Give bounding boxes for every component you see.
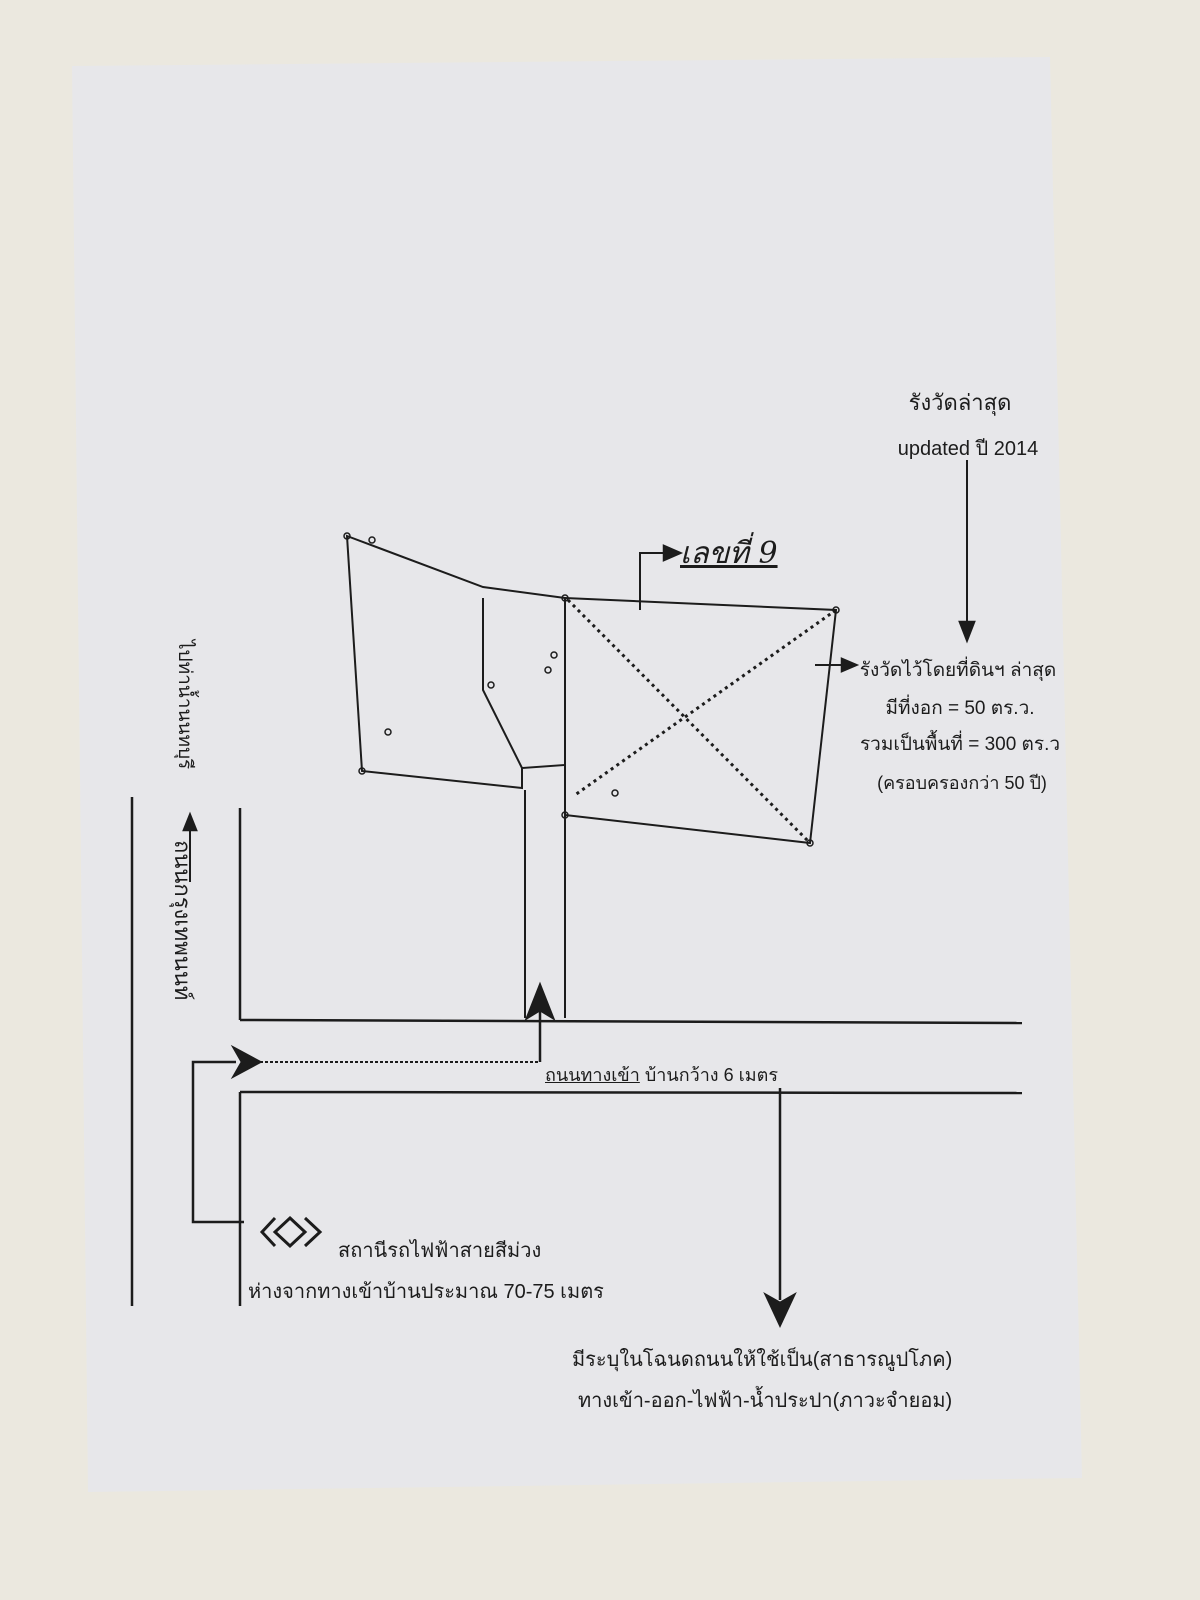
survey-note-line3: รวมเป็นพื้นที่ = 300 ตร.ว [859, 734, 1061, 755]
survey-note-line1: รังวัดไว้โดยที่ดินฯ ล่าสุด [859, 660, 1057, 681]
access-road-edge [239, 1018, 1023, 1025]
station-name: สถานีรถไฟฟ้าสายสีม่วง [338, 1240, 542, 1262]
survey-note-line2: มีที่งอก = 50 ตร.ว. [885, 698, 1035, 719]
main-road-direction: ไปท่าน้ำนนทบุรี [174, 640, 195, 770]
access-road-width: บ้านกว้าง 6 เมตร [644, 1065, 778, 1085]
main-road-name: ถนนกรุงเทพนนท์ [170, 840, 195, 1001]
station-connector [191, 1060, 244, 1224]
station-distance: ห่างจากทางเข้าบ้านประมาณ 70-75 เมตร [248, 1281, 604, 1303]
header-note-line2: updated ปี 2014 [897, 438, 1039, 460]
plot-label: เลขที่ 9 [680, 536, 778, 571]
route-arrow-icon [230, 1044, 263, 1080]
entry-arrow-icon [524, 981, 556, 1022]
mrt-logo-icon [259, 1215, 323, 1249]
paper-sheet [72, 57, 1082, 1492]
access-road-label: ถนนทางเข้า บ้านกว้าง 6 เมตร [545, 1060, 778, 1089]
access-road-name: ถนนทางเข้า [545, 1065, 640, 1085]
deed-note-line1: มีระบุในโฉนดถนนให้ใช้เป็น(สาธารณูปโภค) [572, 1349, 953, 1371]
land-plots [345, 534, 838, 1018]
survey-markers [343, 532, 840, 847]
plot-9-cross [566, 598, 837, 845]
header-note-line1: รังวัดล่าสุด [908, 390, 1012, 415]
survey-note-line4: (ครอบครองกว่า 50 ปี) [877, 773, 1047, 793]
access-road-edge [239, 1090, 1023, 1095]
deed-note-line2: ทางเข้า-ออก-ไฟฟ้า-น้ำประปา(ภาวะจำยอม) [578, 1390, 953, 1412]
arrow-down-icon [763, 1291, 797, 1328]
